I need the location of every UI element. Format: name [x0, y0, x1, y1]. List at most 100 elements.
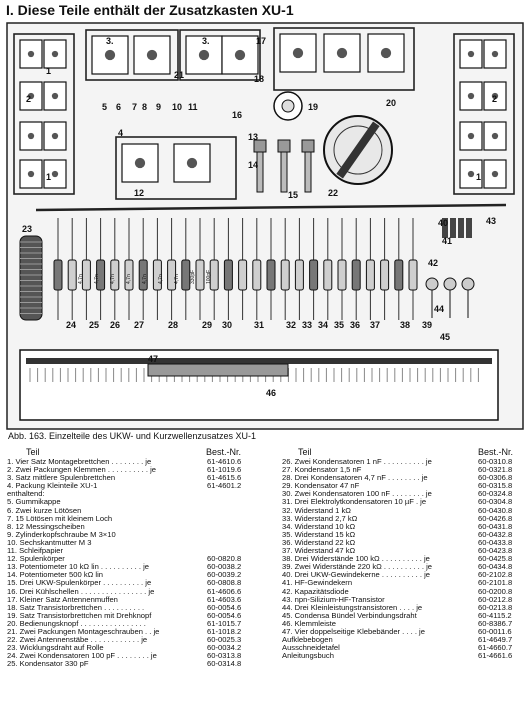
plate-hole [467, 92, 475, 100]
component-body [67, 259, 77, 291]
part-order-number: 61-1018.2 [207, 626, 242, 636]
plate-hole [104, 49, 116, 61]
part-description: 13. Potentiometer 10 kΩ lin . . . . . . … [7, 562, 150, 572]
part-number-label: 18 [254, 74, 264, 84]
parts-list-row: 8. 12 Messingscheiben [7, 522, 265, 531]
part-description: 18. Satz Transistorbrettchen . . . . . .… [7, 602, 145, 612]
component-body [309, 259, 319, 291]
plate-hole [51, 50, 59, 58]
parts-list-row: 31. Drei Elektrolytkondensatoren 10 µF .… [282, 498, 525, 506]
parts-list-row: 39. Zwei Widerstände 220 kΩ . . . . . . … [282, 563, 525, 571]
part-description: 46. Klemmleiste [282, 618, 337, 628]
part-order-number: 60-0430.8 [478, 505, 513, 515]
part-description: 43. npn-Silizium-HF-Transistor [282, 594, 385, 604]
sprue-frame [179, 29, 261, 81]
page-title: I. Diese Teile enthält der Zusatzkasten … [6, 2, 294, 18]
part-description: 38. Drei Widerstände 100 kΩ . . . . . . … [282, 554, 430, 564]
part-order-number: 61-4660.7 [478, 643, 513, 653]
plate-hole [198, 49, 210, 61]
component-body [96, 259, 106, 291]
plate-hole [27, 170, 35, 178]
part-order-number: 61-1019.6 [207, 465, 242, 475]
component-body [337, 259, 347, 291]
part-order-number: 61-4615.6 [207, 473, 242, 483]
part-order-number: 60-0324.8 [478, 489, 513, 499]
trimmer-core [458, 218, 464, 238]
part-description: 10. Sechskantmutter M 3 [7, 537, 92, 547]
trimmer-core [442, 218, 448, 238]
part-number-label: 41 [442, 236, 452, 246]
part-description: 33. Widerstand 2,7 kΩ [282, 513, 358, 523]
part-description: 36. Widerstand 22 kΩ [282, 537, 356, 547]
plate-hole [51, 132, 59, 140]
part-order-number: 60-0039.2 [207, 570, 242, 580]
adhesive-tape [147, 363, 289, 377]
sprue-frame [85, 29, 179, 81]
part-order-number: 60-0011.6 [478, 626, 512, 636]
screw-head [301, 139, 315, 153]
sprue-frame [453, 33, 515, 195]
parts-list-row: 9. Zylinderkopfschraube M 3×10 [7, 530, 265, 539]
part-description: 28. Drei Kondensatoren 4,7 nF . . . . . … [282, 473, 428, 483]
mounting-plate [91, 35, 129, 75]
part-number-label: 16 [232, 110, 242, 120]
component-body [152, 259, 162, 291]
part-number-label: 27 [134, 320, 144, 330]
part-order-number: 60-0310.8 [478, 457, 513, 466]
component-body [380, 259, 390, 291]
transistor-body [461, 277, 475, 291]
component-body [195, 259, 205, 291]
parts-list-row: 26. Zwei Kondensatoren 1 nF . . . . . . … [282, 457, 525, 466]
part-order-number: 60-0314.8 [207, 659, 242, 669]
parts-list-row: 44. Drei Kleinleistungstransistoren . . … [282, 603, 525, 612]
part-number-label: 4 [118, 128, 123, 138]
parts-list-row: 24. Zwei Kondensatoren 100 pF . . . . . … [7, 652, 265, 660]
part-number-label: 10 [172, 102, 182, 112]
part-number-label: 11 [188, 102, 198, 112]
part-order-number: 60-2101.8 [478, 578, 513, 588]
part-order-number: 60-0433.8 [478, 537, 513, 547]
component-value-label: 4,7n [126, 274, 132, 284]
trimmer-core [466, 218, 472, 238]
right-teil-header: Teil [298, 447, 312, 457]
parts-list-row: 40. Drei UKW-Gewindekerne . . . . . . . … [282, 571, 525, 579]
connection-wire [26, 358, 492, 364]
part-number-label: 17 [256, 36, 266, 46]
parts-photo-artwork [6, 22, 524, 430]
part-number-label: 42 [428, 258, 438, 268]
component-body [294, 259, 304, 291]
part-number-label: 38 [400, 320, 410, 330]
part-description: Aufklebebogen [282, 635, 333, 645]
screw-shaft [280, 151, 288, 193]
knob-pointer [336, 121, 380, 179]
transistor-body [443, 277, 457, 291]
part-description: 47. Vier doppelseitige Klebebänder . . .… [282, 626, 425, 636]
component-value-label: 4,7n [94, 274, 100, 284]
part-number-label: 28 [168, 320, 178, 330]
left-bestnr-header: Best.-Nr. [206, 447, 242, 457]
plate-hole [146, 49, 158, 61]
part-number-label: 39 [422, 320, 432, 330]
parts-list-row: 10. Sechskantmutter M 3 [7, 537, 265, 547]
part-order-number: 60-0304.8 [478, 497, 513, 507]
parts-list-row: 30. Zwei Kondensatoren 100 nF . . . . . … [282, 490, 525, 498]
part-description: 23. Wicklungsdraht auf Rolle [7, 643, 104, 653]
part-order-number: 60-0313.8 [207, 651, 242, 661]
part-description: 16. Drei Kühlschellen . . . . . . . . . … [7, 586, 155, 596]
part-description: Ausschneidetafel [282, 643, 340, 653]
component-body [351, 259, 361, 291]
plate-hole [234, 49, 246, 61]
sprue-frame [273, 27, 415, 91]
part-description: 31. Drei Elektrolytkondensatoren 10 µF .… [282, 497, 427, 507]
part-description: 15. Drei UKW-Spulenkörper . . . . . . . … [7, 578, 152, 588]
part-description: 2. Zwei Packungen Klemmen . . . . . . . … [7, 465, 156, 475]
component-body [323, 259, 333, 291]
